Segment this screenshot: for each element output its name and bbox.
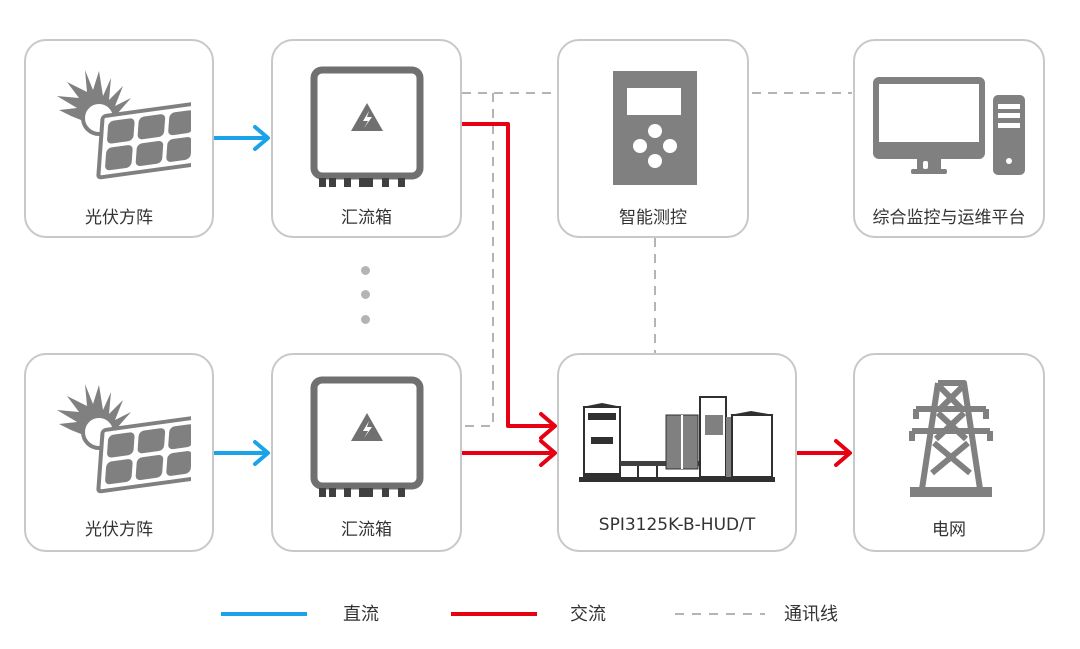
node-pv-array-1[interactable]: 光伏方阵 xyxy=(24,39,214,238)
node-monitoring-platform[interactable]: 综合监控与运维平台 xyxy=(853,39,1045,238)
node-label: 汇流箱 xyxy=(341,520,392,540)
node-label: 电网 xyxy=(932,520,966,540)
legend-ac-swatch xyxy=(451,612,537,616)
comm-line-combiner-bus xyxy=(462,93,494,427)
dot xyxy=(361,266,370,275)
solar-panel-icon xyxy=(57,384,191,494)
dc-arrow-1 xyxy=(212,125,270,151)
legend: 直流 交流 通讯线 xyxy=(0,600,1080,630)
solar-panel-icon xyxy=(57,70,191,180)
node-combiner-box-2[interactable]: 汇流箱 xyxy=(271,353,462,552)
node-combiner-box-1[interactable]: 汇流箱 xyxy=(271,39,462,238)
legend-dc-label: 直流 xyxy=(343,604,379,625)
ac-line-combiner1-inverter xyxy=(460,122,557,440)
node-label: 光伏方阵 xyxy=(85,520,153,540)
node-power-grid[interactable]: 电网 xyxy=(853,353,1045,552)
node-label: SPI3125K-B-HUD/T xyxy=(598,515,756,535)
node-inverter-station[interactable]: SPI3125K-B-HUD/T xyxy=(557,353,797,552)
legend-dc-swatch xyxy=(221,612,307,616)
legend-ac-label: 交流 xyxy=(570,604,606,625)
node-smart-controller[interactable]: 智能测控 xyxy=(557,39,749,238)
node-label: 汇流箱 xyxy=(341,208,392,228)
node-label: 综合监控与运维平台 xyxy=(872,208,1026,228)
controller-device-icon xyxy=(613,71,697,185)
dot xyxy=(361,290,370,299)
node-label: 光伏方阵 xyxy=(85,208,153,228)
legend-comm-label: 通讯线 xyxy=(784,604,838,625)
combiner-box-icon xyxy=(310,376,424,497)
ac-line-inverter-grid xyxy=(795,439,852,467)
node-pv-array-2[interactable]: 光伏方阵 xyxy=(24,353,214,552)
combiner-box-icon xyxy=(310,66,424,187)
dc-arrow-2 xyxy=(212,440,270,466)
computer-icon xyxy=(873,77,1025,175)
dot xyxy=(361,315,370,324)
node-label: 智能测控 xyxy=(619,208,687,228)
ac-line-combiner2-inverter xyxy=(460,439,557,467)
transmission-tower-icon xyxy=(909,380,993,497)
inverter-station-icon xyxy=(579,396,775,482)
legend-comm-swatch xyxy=(675,613,765,615)
